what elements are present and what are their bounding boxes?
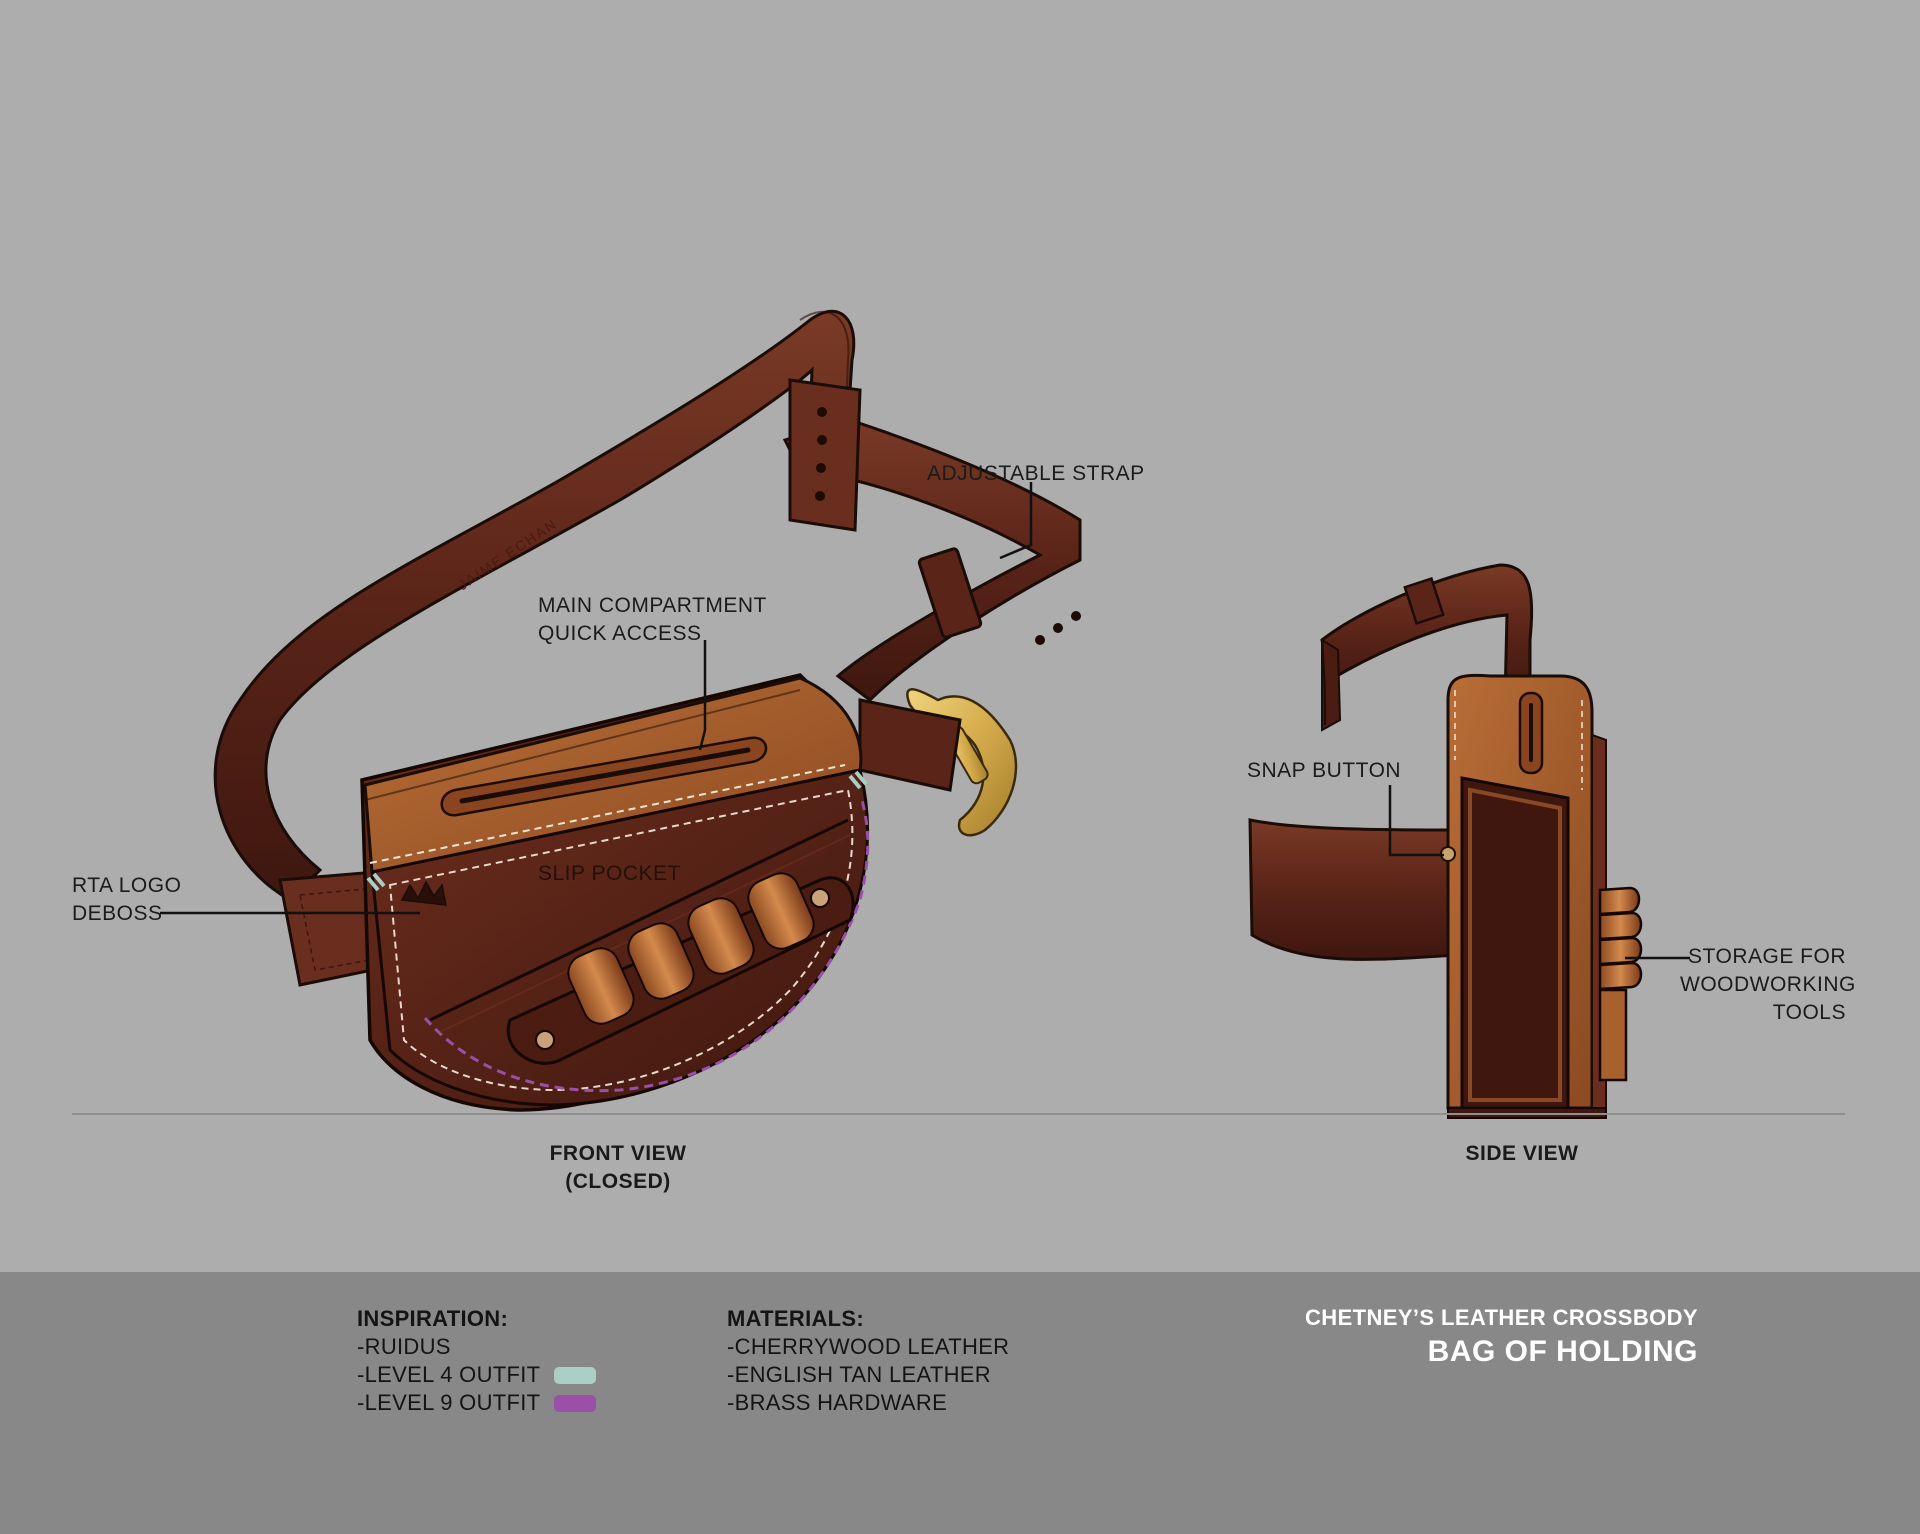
side-view-label: SIDE VIEW (1465, 1142, 1579, 1165)
side-view-drawing (1248, 563, 1643, 1119)
callout-storage-line3: TOOLS (1772, 1001, 1846, 1024)
callout-snap-button: SNAP BUTTON (1247, 759, 1402, 782)
materials-item: -CHERRYWOOD LEATHER (727, 1334, 1010, 1359)
product-title: BAG OF HOLDING (1427, 1335, 1698, 1368)
tool-loops (567, 872, 815, 1025)
title-block: CHETNEY’S LEATHER CROSSBODY BAG OF HOLDI… (1305, 1304, 1698, 1372)
callout-storage: STORAGE FOR WOODWORKING TOOLS (1680, 943, 1856, 1027)
materials-heading: MATERIALS: (727, 1306, 865, 1331)
callout-main-compartment-line1: MAIN COMPARTMENT (538, 594, 767, 617)
callout-main-compartment: MAIN COMPARTMENT QUICK ACCESS (538, 592, 767, 648)
rivet (810, 888, 830, 908)
callout-storage-line1: STORAGE FOR (1688, 945, 1846, 968)
side-strap-top (1320, 563, 1534, 702)
callout-slip-pocket: SLIP POCKET (538, 862, 681, 885)
front-view-label: FRONT VIEW (CLOSED) (518, 1140, 718, 1196)
rivet (535, 1030, 555, 1050)
callout-main-compartment-line2: QUICK ACCESS (538, 622, 702, 645)
brass-buckle (906, 688, 1018, 837)
callout-rta-logo: RTA LOGO DEBOSS (72, 872, 181, 928)
side-strap-bottom (1248, 818, 1462, 961)
callout-rta-logo-line2: DEBOSS (72, 902, 163, 925)
inspiration-item: -LEVEL 4 OUTFIT (357, 1361, 596, 1389)
inspiration-block: INSPIRATION: -RUIDUS -LEVEL 4 OUTFIT -LE… (357, 1305, 596, 1417)
materials-item: -ENGLISH TAN LEATHER (727, 1362, 991, 1387)
front-view-label-line1: FRONT VIEW (549, 1142, 687, 1165)
crown-logo-icon (400, 880, 447, 906)
side-tool-storage (1598, 886, 1643, 1082)
inspiration-item-label: -LEVEL 9 OUTFIT (357, 1390, 541, 1415)
callout-storage-line2: WOODWORKING (1680, 973, 1856, 996)
shoulder-strap (213, 309, 856, 902)
level4-color-swatch (554, 1367, 596, 1384)
callout-rta-logo-line1: RTA LOGO (72, 874, 182, 897)
inspiration-heading: INSPIRATION: (357, 1306, 509, 1331)
level9-color-swatch (554, 1395, 596, 1412)
materials-block: MATERIALS: -CHERRYWOOD LEATHER -ENGLISH … (727, 1305, 1009, 1417)
inspiration-item: -LEVEL 9 OUTFIT (357, 1389, 596, 1417)
materials-item: -BRASS HARDWARE (727, 1390, 948, 1415)
product-subtitle: CHETNEY’S LEATHER CROSSBODY (1305, 1305, 1698, 1330)
front-view-drawing (213, 309, 1082, 1112)
inspiration-item: -RUIDUS (357, 1334, 451, 1359)
adjustable-strap (782, 418, 1082, 702)
front-view-label-line2: (CLOSED) (565, 1170, 671, 1193)
footer-panel (0, 1272, 1920, 1534)
callout-adjustable-strap: ADJUSTABLE STRAP (927, 462, 1145, 485)
callout-leader-lines (160, 482, 1690, 960)
inspiration-item-label: -LEVEL 4 OUTFIT (357, 1362, 541, 1387)
